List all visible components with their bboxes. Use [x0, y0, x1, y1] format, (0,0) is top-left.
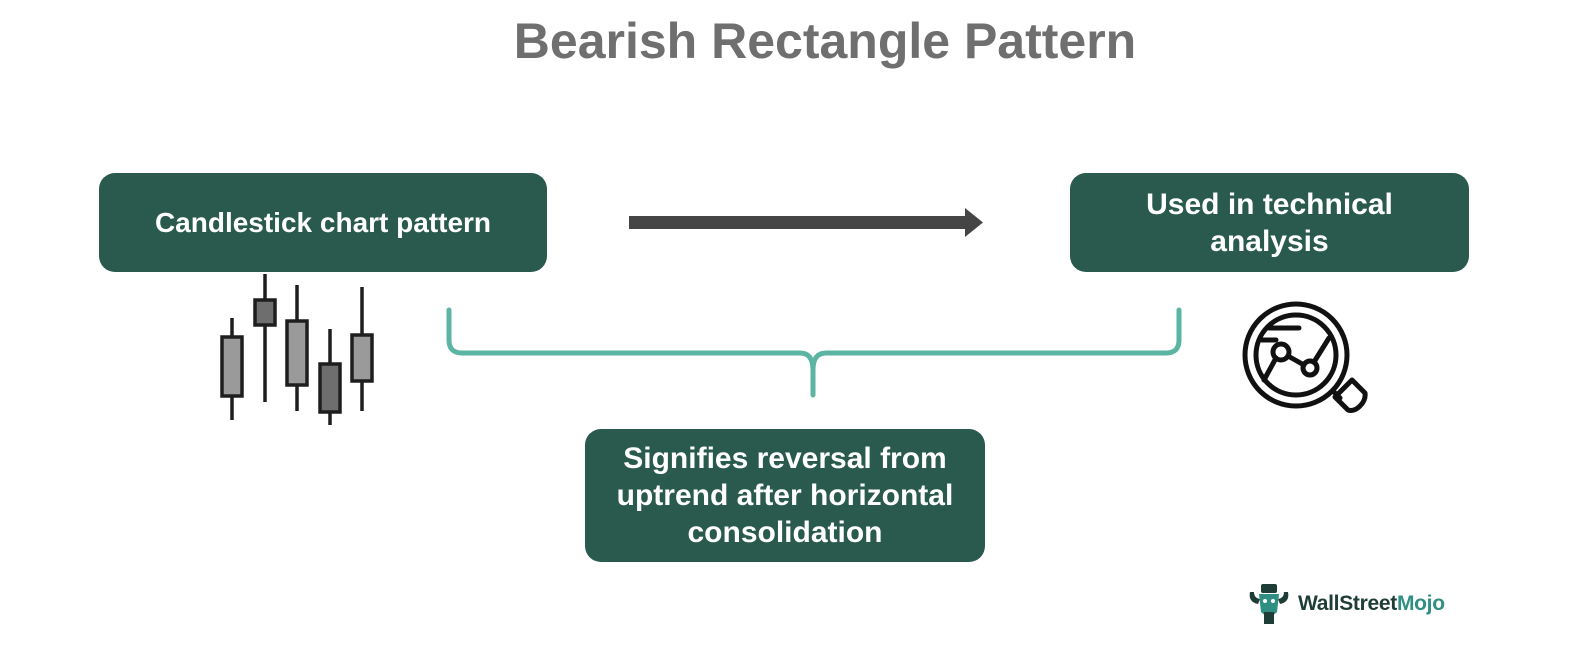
- logo-mojo: Mojo: [1396, 592, 1445, 615]
- magnifier-analysis-icon: [1242, 301, 1368, 413]
- reversal-label: Signifies reversal from uptrend after ho…: [616, 442, 954, 549]
- candlestick-pattern-box: Candlestick chart pattern: [99, 173, 547, 272]
- right-arrow: [629, 208, 983, 237]
- logo-wall: Wall: [1298, 592, 1340, 615]
- wallstreetmojo-logo: WallStreetMojo: [1246, 582, 1445, 626]
- technical-analysis-box: Used in technical analysis: [1070, 173, 1469, 272]
- bull-logo-icon: [1249, 584, 1289, 624]
- diagram-title: Bearish Rectangle Pattern: [513, 13, 1137, 69]
- curly-brace: [446, 307, 1182, 398]
- logo-wordmark: WallStreetMojo: [1298, 592, 1445, 616]
- technical-analysis-label: Used in technical analysis: [1146, 187, 1393, 258]
- logo-street: Street: [1339, 592, 1397, 615]
- candlestick-chart-icon: [220, 274, 374, 425]
- candlestick-pattern-label: Candlestick chart pattern: [154, 206, 492, 238]
- reversal-box: Signifies reversal from uptrend after ho…: [585, 429, 985, 562]
